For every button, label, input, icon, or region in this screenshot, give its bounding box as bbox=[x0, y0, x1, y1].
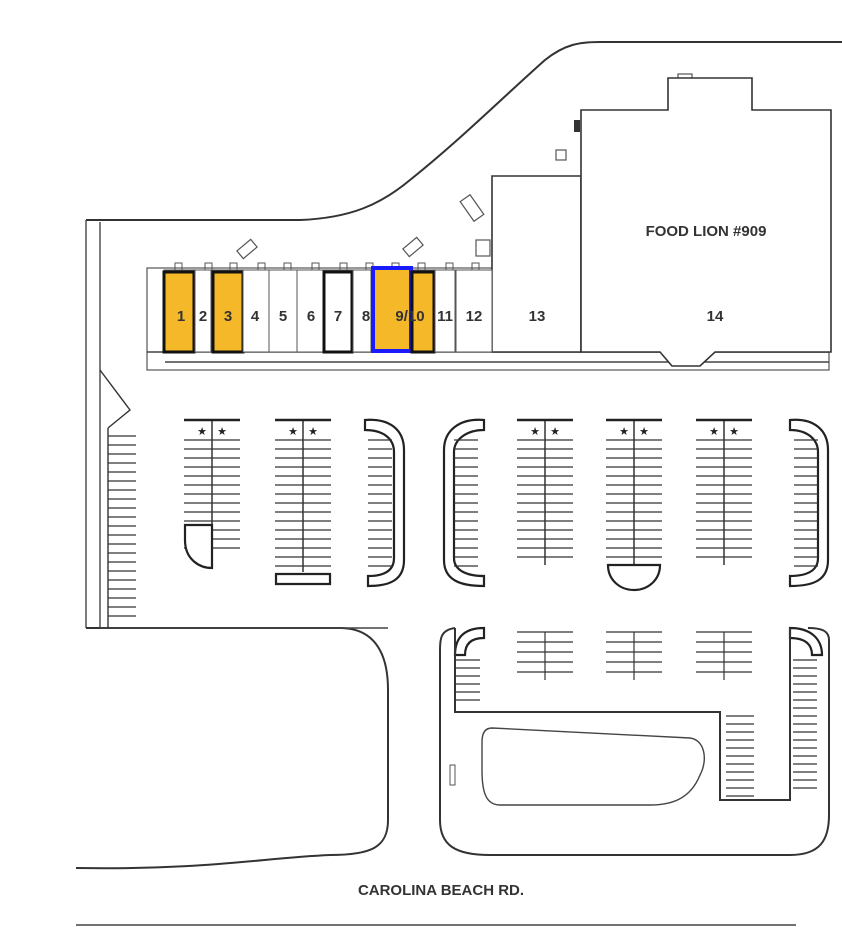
unit-label: 8 bbox=[362, 308, 370, 325]
unit-5[interactable]: 5 bbox=[268, 269, 298, 353]
parking-row bbox=[793, 659, 817, 789]
unit-13[interactable]: 13 bbox=[529, 308, 546, 325]
landscape-island bbox=[363, 418, 406, 588]
unit-label: 5 bbox=[279, 308, 287, 325]
light-pole-icon: ★ bbox=[639, 425, 649, 438]
light-pole-icon: ★ bbox=[530, 425, 540, 438]
unit-label: 6 bbox=[307, 308, 315, 325]
unit-outline bbox=[242, 269, 270, 353]
roof-marker bbox=[445, 262, 454, 271]
road-label: CAROLINA BEACH RD. bbox=[358, 882, 524, 899]
parking-row bbox=[794, 439, 818, 567]
light-pole-icon: ★ bbox=[197, 425, 207, 438]
light-pole-icon: ★ bbox=[288, 425, 298, 438]
roof-marker bbox=[229, 262, 238, 271]
unit-outline bbox=[455, 269, 493, 353]
roof-marker bbox=[257, 262, 266, 271]
parking-bay: ★★ bbox=[517, 418, 573, 565]
unit-6[interactable]: 6 bbox=[296, 269, 324, 353]
roof-marker bbox=[283, 262, 292, 271]
unit-outline bbox=[434, 269, 456, 353]
unit-4[interactable]: 4 bbox=[242, 269, 270, 353]
parking-bay: ★★ bbox=[696, 418, 752, 565]
landscape-island bbox=[442, 418, 486, 588]
unit-label: 3 bbox=[224, 308, 232, 325]
retention-pond-area bbox=[439, 627, 830, 856]
roof-marker bbox=[339, 262, 348, 271]
unit-label: 1 bbox=[177, 308, 185, 325]
selected-highlight bbox=[371, 266, 413, 353]
perimeter-parking-left bbox=[99, 369, 136, 628]
landscape-island bbox=[788, 418, 830, 588]
unit-8[interactable]: 8 bbox=[352, 269, 372, 353]
roof-marker bbox=[204, 262, 213, 271]
unit-9-10[interactable]: 9/10 bbox=[370, 266, 436, 354]
parking-row bbox=[726, 715, 754, 797]
unit-label: 9/10 bbox=[395, 308, 424, 325]
light-pole-icon: ★ bbox=[709, 425, 719, 438]
unit-label: 11 bbox=[437, 308, 453, 325]
available-highlight bbox=[211, 270, 245, 354]
unit-label: 14 bbox=[707, 308, 724, 325]
outlined-highlight bbox=[322, 270, 354, 354]
unit-label: 4 bbox=[251, 308, 260, 325]
landscape-island bbox=[453, 626, 486, 657]
landscape-island bbox=[183, 523, 214, 570]
unit-12[interactable]: 12 bbox=[455, 269, 493, 353]
available-highlight bbox=[162, 270, 196, 354]
unit-1[interactable]: 1 bbox=[162, 269, 196, 354]
roof-marker bbox=[311, 262, 320, 271]
outparcel-area bbox=[75, 627, 389, 870]
parking-row bbox=[517, 631, 573, 680]
unit-11[interactable]: 11 bbox=[434, 269, 456, 353]
roof-marker bbox=[417, 262, 426, 271]
unit-2[interactable]: 2 bbox=[194, 269, 212, 353]
light-pole-icon: ★ bbox=[619, 425, 629, 438]
parking-row bbox=[454, 439, 478, 567]
parking-row bbox=[606, 631, 662, 680]
light-pole-icon: ★ bbox=[550, 425, 560, 438]
unit-label: 2 bbox=[199, 308, 207, 325]
available-highlight bbox=[410, 270, 436, 354]
unit-label: 7 bbox=[334, 308, 342, 325]
light-pole-icon: ★ bbox=[217, 425, 227, 438]
landscape-island bbox=[606, 563, 662, 592]
parking-bay: ★★ bbox=[275, 418, 331, 572]
anchor-buildings: FOOD LION #909 bbox=[491, 77, 832, 367]
unit-label: 12 bbox=[466, 308, 483, 325]
parking-row bbox=[696, 631, 752, 680]
roof-marker bbox=[471, 262, 480, 271]
roof-marker bbox=[174, 262, 183, 271]
parking-bay: ★★ bbox=[606, 418, 662, 565]
light-pole-icon: ★ bbox=[308, 425, 318, 438]
unit-outline bbox=[268, 269, 298, 353]
light-pole-icon: ★ bbox=[729, 425, 739, 438]
landscape-island bbox=[274, 572, 332, 586]
parking-row bbox=[368, 439, 392, 567]
property-boundary bbox=[85, 41, 842, 628]
anchor-tenant-label: FOOD LION #909 bbox=[646, 223, 767, 240]
unit-14[interactable]: 14 bbox=[707, 308, 724, 325]
landscape-island bbox=[788, 626, 824, 657]
parking-lot: ★★★★★★★★★★ bbox=[183, 418, 830, 797]
unit-outline bbox=[194, 269, 212, 353]
parking-row bbox=[456, 659, 480, 701]
unit-3[interactable]: 3 bbox=[211, 269, 245, 354]
unit-7[interactable]: 7 bbox=[322, 269, 354, 354]
unit-outline bbox=[296, 269, 324, 353]
unit-label: 13 bbox=[529, 308, 546, 325]
